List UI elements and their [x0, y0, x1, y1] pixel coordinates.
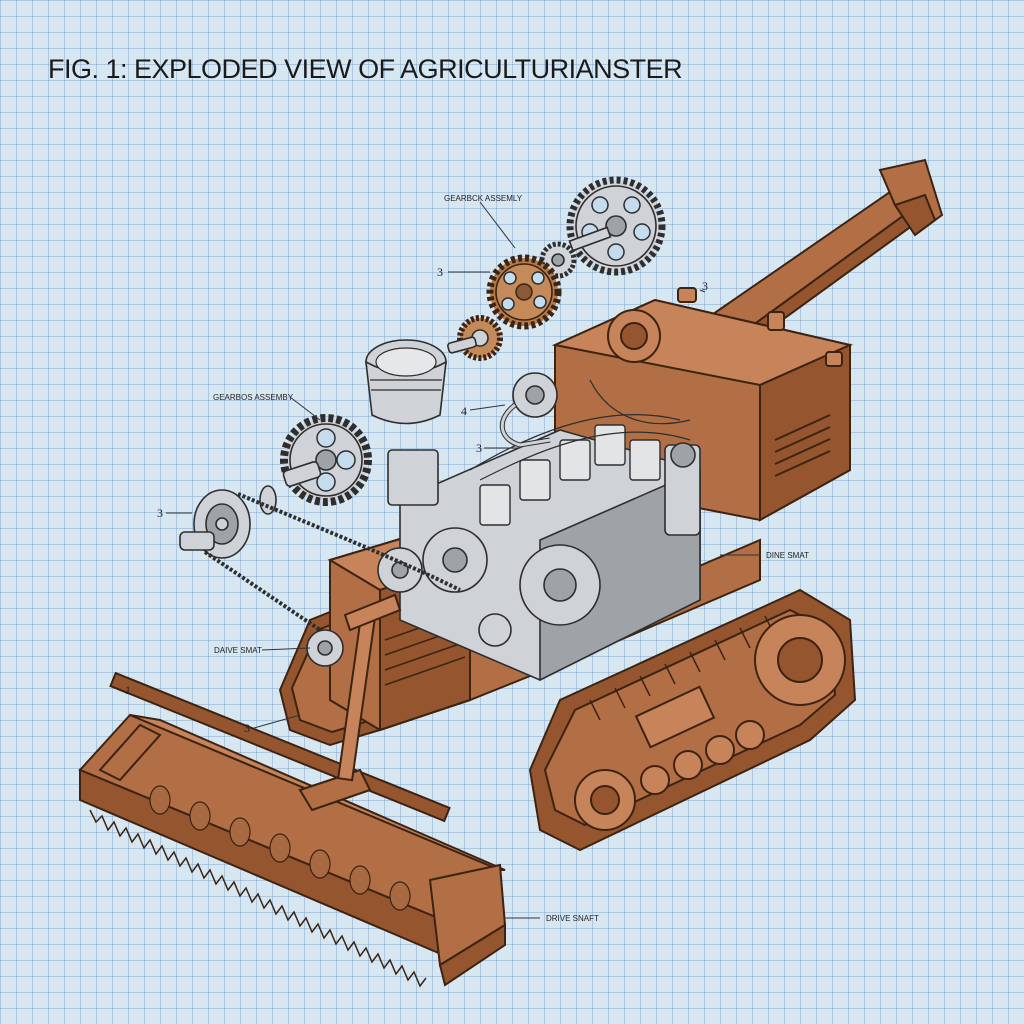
gear-bronze — [486, 254, 562, 330]
label-drive-shaft-left: DAIVE SMAT — [214, 646, 262, 655]
gear-left-gearbox — [280, 414, 372, 506]
callout-gear-top: 3 — [437, 265, 443, 279]
callout-header: 1 — [125, 683, 131, 697]
label-drive-shaft-bottom: DRIVE SNAFT — [546, 914, 599, 923]
callout-pulley: 3 — [157, 506, 163, 520]
right-crawler-track — [528, 588, 857, 852]
label-gearbox-left: GEARBOS ASSEMBY — [213, 393, 294, 402]
piston — [365, 339, 447, 425]
engine-block — [377, 379, 701, 682]
figure-title: FIG. 1: EXPLODED VIEW OF AGRICULTURIANST… — [48, 54, 683, 84]
gear-small-mid — [539, 226, 612, 279]
cutter-header — [78, 593, 507, 988]
label-gearbox-top: GEARBCK ASSEMLY — [444, 194, 523, 203]
callout-top-cab: 3 — [702, 279, 708, 293]
gear-small-left — [447, 315, 503, 361]
callout-leaders — [166, 201, 760, 919]
drive-pulley — [179, 485, 461, 667]
gear-large-top — [566, 176, 666, 276]
turbocharger — [499, 372, 558, 448]
label-drive-shaft-right: DINE SMAT — [766, 551, 809, 560]
callout-turbo: 3 — [476, 441, 482, 455]
callout-header-arm: 3 — [244, 721, 250, 735]
callout-valve: 4 — [461, 404, 467, 418]
